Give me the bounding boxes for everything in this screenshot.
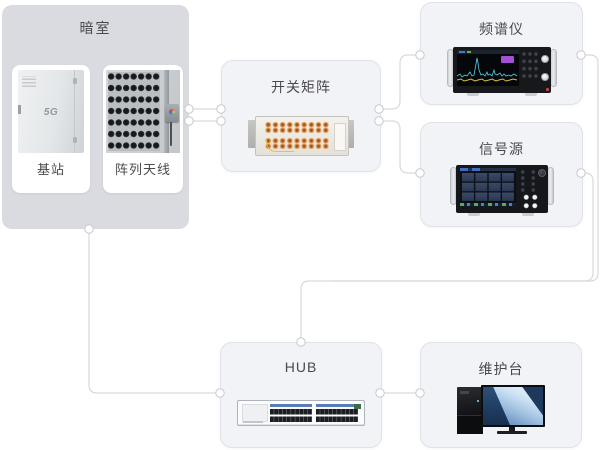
pc-drive-bay: [460, 391, 469, 394]
antenna-array-photo: [106, 70, 180, 153]
switch-matrix-title: 开关矩阵: [271, 79, 331, 95]
pc-monitor: [481, 385, 545, 427]
menu-chip: [467, 51, 471, 53]
spectrum-analyzer-title: 频谱仪: [479, 21, 524, 37]
spectrum-trace: [457, 57, 518, 82]
display-menu-bar: [457, 50, 519, 54]
yellow-patch-cable: [266, 140, 294, 152]
hub-node: HUB: [220, 342, 382, 448]
base-station-5g-logo: 5G: [43, 106, 59, 118]
instrument-foot: [467, 93, 479, 96]
screen-building-shape: [483, 387, 510, 425]
instrument-handle: [547, 167, 554, 205]
port-group-label-bar: [270, 404, 312, 407]
antenna-cable: [170, 122, 172, 146]
spectrum-analyzer-node: 频谱仪: [420, 2, 583, 105]
switch-model-text: [243, 421, 263, 423]
spectrum-display: [457, 50, 519, 86]
switch-matrix-chassis: [255, 116, 349, 156]
instrument-handle: [550, 49, 557, 87]
ethernet-ports: [316, 408, 358, 422]
signal-generator-chassis: [456, 165, 548, 213]
base-station-hinge: [73, 137, 77, 143]
switch-brand-logo: [354, 404, 361, 409]
display-tile-grid: [462, 173, 514, 201]
chamber-panel: 暗室 5G 基站: [2, 5, 189, 229]
front-panel-connectors: [522, 193, 539, 210]
base-station-label: 基站: [36, 162, 65, 177]
antenna-element-grid: [108, 72, 160, 151]
ethernet-port-group: [316, 404, 358, 423]
connector-chamber-hub: [88, 229, 220, 394]
antenna-unit-logo: [169, 109, 175, 115]
connector-switch-spectrum: [379, 54, 420, 110]
ethernet-port-group: [270, 404, 312, 423]
pc-tower: [457, 387, 483, 434]
pc-lower-panel: [457, 415, 483, 434]
rf-connector-row: [265, 122, 329, 133]
antenna-control-unit: [165, 104, 179, 122]
spectrum-analyzer-image: [447, 47, 557, 97]
chamber-title: 暗室: [79, 20, 112, 36]
port-group-label-bar: [316, 404, 358, 407]
base-station-vent: [22, 76, 36, 87]
antenna-array-image: [103, 65, 183, 157]
rack-ear: [248, 120, 256, 148]
screen-building-shape: [522, 387, 543, 416]
switch-matrix-side-panel: [334, 123, 346, 151]
spectrum-analyzer-chassis: [453, 47, 551, 93]
rotary-knob: [538, 169, 546, 177]
switch-matrix-node: 开关矩阵: [221, 60, 381, 172]
signal-source-node: 信号源: [420, 122, 583, 227]
instrument-foot: [522, 213, 534, 216]
network-switch-image: [237, 400, 365, 426]
base-station-card: 5G 基站: [12, 65, 90, 193]
monitor-stand-base: [497, 431, 527, 434]
front-panel-keys: [520, 169, 536, 193]
rotary-knob: [541, 55, 549, 63]
base-station-seam: [73, 70, 75, 153]
rotary-knob: [541, 73, 549, 81]
monitor-stand-neck: [509, 427, 515, 431]
power-led: [546, 88, 549, 91]
display-status-bar: [460, 168, 516, 171]
antenna-array-card: 阵列天线: [103, 65, 183, 193]
connector-switch-signal: [379, 120, 420, 174]
base-station-latch: [18, 104, 21, 114]
rf-switch-matrix-image: [248, 116, 354, 156]
desktop-computer-image: [457, 385, 545, 435]
base-station-hinge: [73, 78, 77, 84]
pc-power-led: [477, 400, 479, 402]
console-title: 维护台: [478, 361, 524, 377]
instrument-foot: [468, 213, 480, 216]
pc-monitor-screen: [483, 387, 543, 425]
display-softkey-bar: [460, 203, 516, 206]
instrument-foot: [525, 93, 537, 96]
console-node: 维护台: [420, 342, 582, 448]
switch-label-plate: [242, 404, 268, 422]
signal-generator-display: [460, 168, 516, 206]
antenna-array-label: 阵列天线: [114, 162, 171, 177]
signal-generator-image: [450, 165, 554, 217]
hub-title: HUB: [284, 359, 318, 375]
rf-connector-row: [265, 138, 329, 149]
front-panel-keys: [521, 51, 539, 79]
menu-chip: [459, 51, 465, 53]
base-station-cabinet: 5G: [18, 70, 84, 153]
ethernet-ports: [270, 408, 312, 422]
base-station-image: 5G: [12, 65, 90, 157]
signal-source-title: 信号源: [479, 141, 524, 157]
